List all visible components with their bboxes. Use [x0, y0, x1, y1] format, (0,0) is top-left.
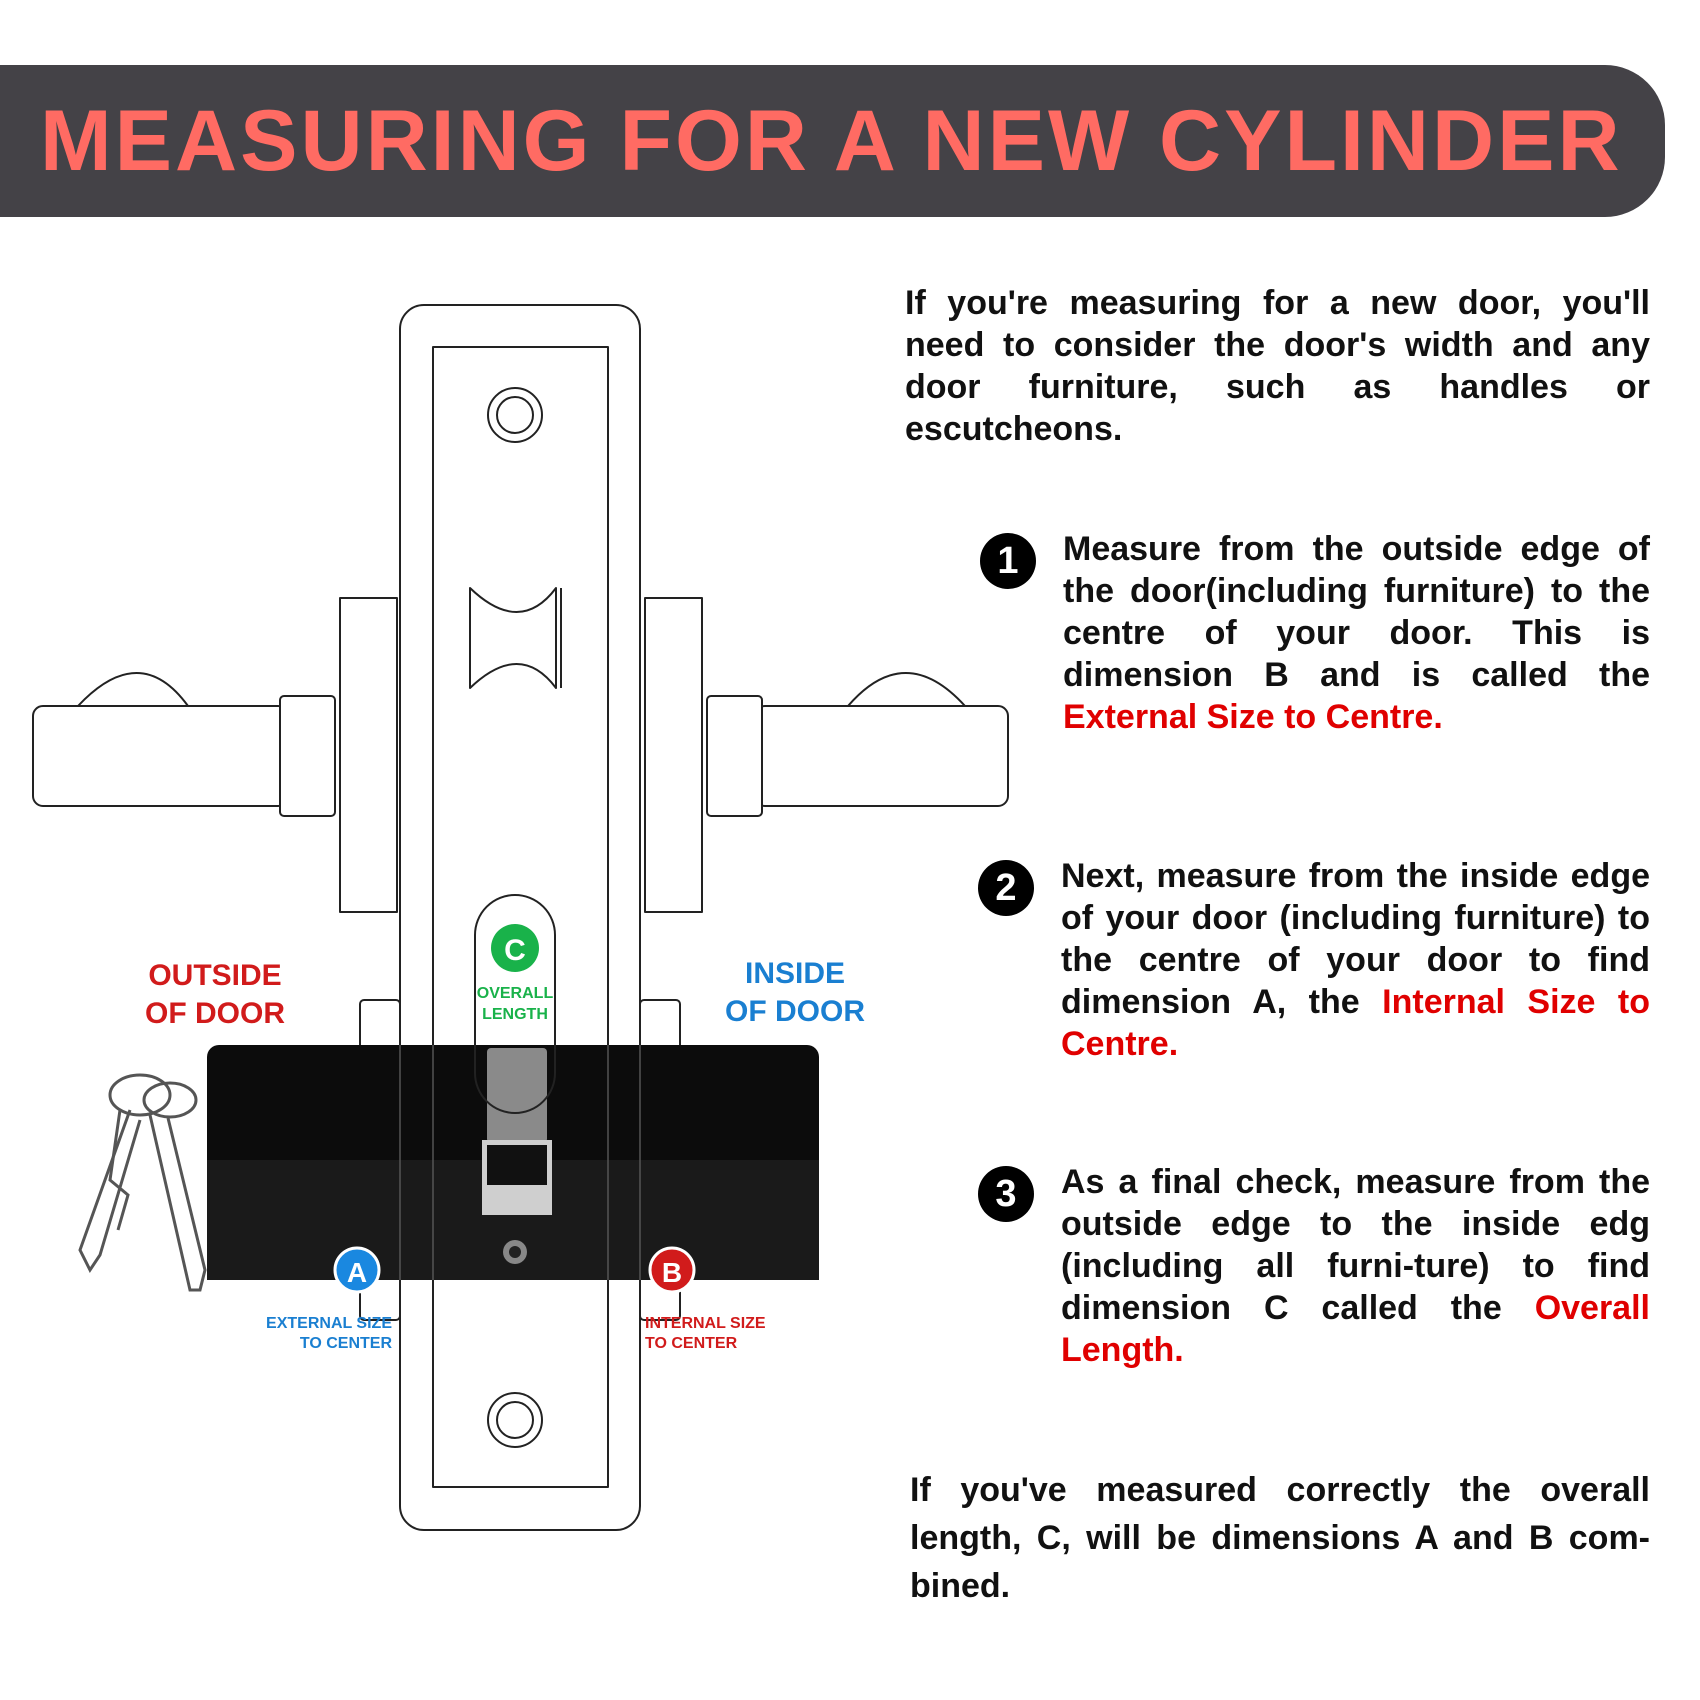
- page-title: MEASURING FOR A NEW CYLINDER: [40, 93, 1623, 189]
- marker-c-letter: C: [504, 934, 526, 967]
- step-2-highlight: Internal Size to Centre.: [1061, 983, 1650, 1063]
- inside-door-label-line1: INSIDE: [745, 957, 845, 990]
- external-label-line1: EXTERNAL SIZE: [266, 1315, 392, 1332]
- lock-diagram: C OVERALL LENGTH A EXTERNAL SIZE TO CENT…: [32, 304, 1009, 1531]
- internal-label-line2: TO CENTER: [645, 1335, 738, 1352]
- step-2-text: Next, measure from the inside edge of yo…: [1061, 857, 1650, 1063]
- step-3-badge: 3: [978, 1166, 1034, 1222]
- intro-paragraph: If you're measuring for a new door, you'…: [905, 284, 1650, 448]
- cylinder-icon: [207, 1045, 819, 1280]
- overall-length-outline: [474, 894, 556, 1114]
- outside-door-label-line1: OUTSIDE: [148, 959, 281, 992]
- right-handle-icon: [644, 597, 1009, 913]
- marker-a-badge: [333, 1246, 381, 1294]
- overall-label-line2: LENGTH: [482, 1006, 548, 1023]
- overall-label-line1: OVERALL: [477, 985, 554, 1002]
- marker-a-letter: A: [347, 1257, 367, 1288]
- conclusion-paragraph: If you've measured correctly the overall…: [910, 1471, 1650, 1605]
- step-2-badge: 2: [978, 860, 1034, 916]
- left-handle-icon: [32, 597, 398, 913]
- step-1-text: Measure from the outside edge of the doo…: [1063, 530, 1650, 736]
- marker-b-letter: B: [662, 1257, 682, 1288]
- marker-c-badge: [491, 924, 539, 972]
- title-banner: MEASURING FOR A NEW CYLINDER: [0, 65, 1665, 217]
- backplate-icon: [399, 304, 641, 1531]
- step-3-text: As a final check, measure from the outsi…: [1061, 1163, 1650, 1369]
- keys-icon: [78, 1073, 207, 1292]
- marker-b-badge: [648, 1246, 696, 1294]
- internal-label-line1: INTERNAL SIZE: [645, 1315, 766, 1332]
- step-3-highlight: Overall Length.: [1061, 1289, 1650, 1369]
- inside-door-label-line2: OF DOOR: [725, 995, 865, 1028]
- outside-door-label-line2: OF DOOR: [145, 997, 285, 1030]
- external-label-line2: TO CENTER: [300, 1335, 393, 1352]
- step-1-highlight: External Size to Centre.: [1063, 698, 1443, 736]
- step-1-badge: 1: [980, 533, 1036, 589]
